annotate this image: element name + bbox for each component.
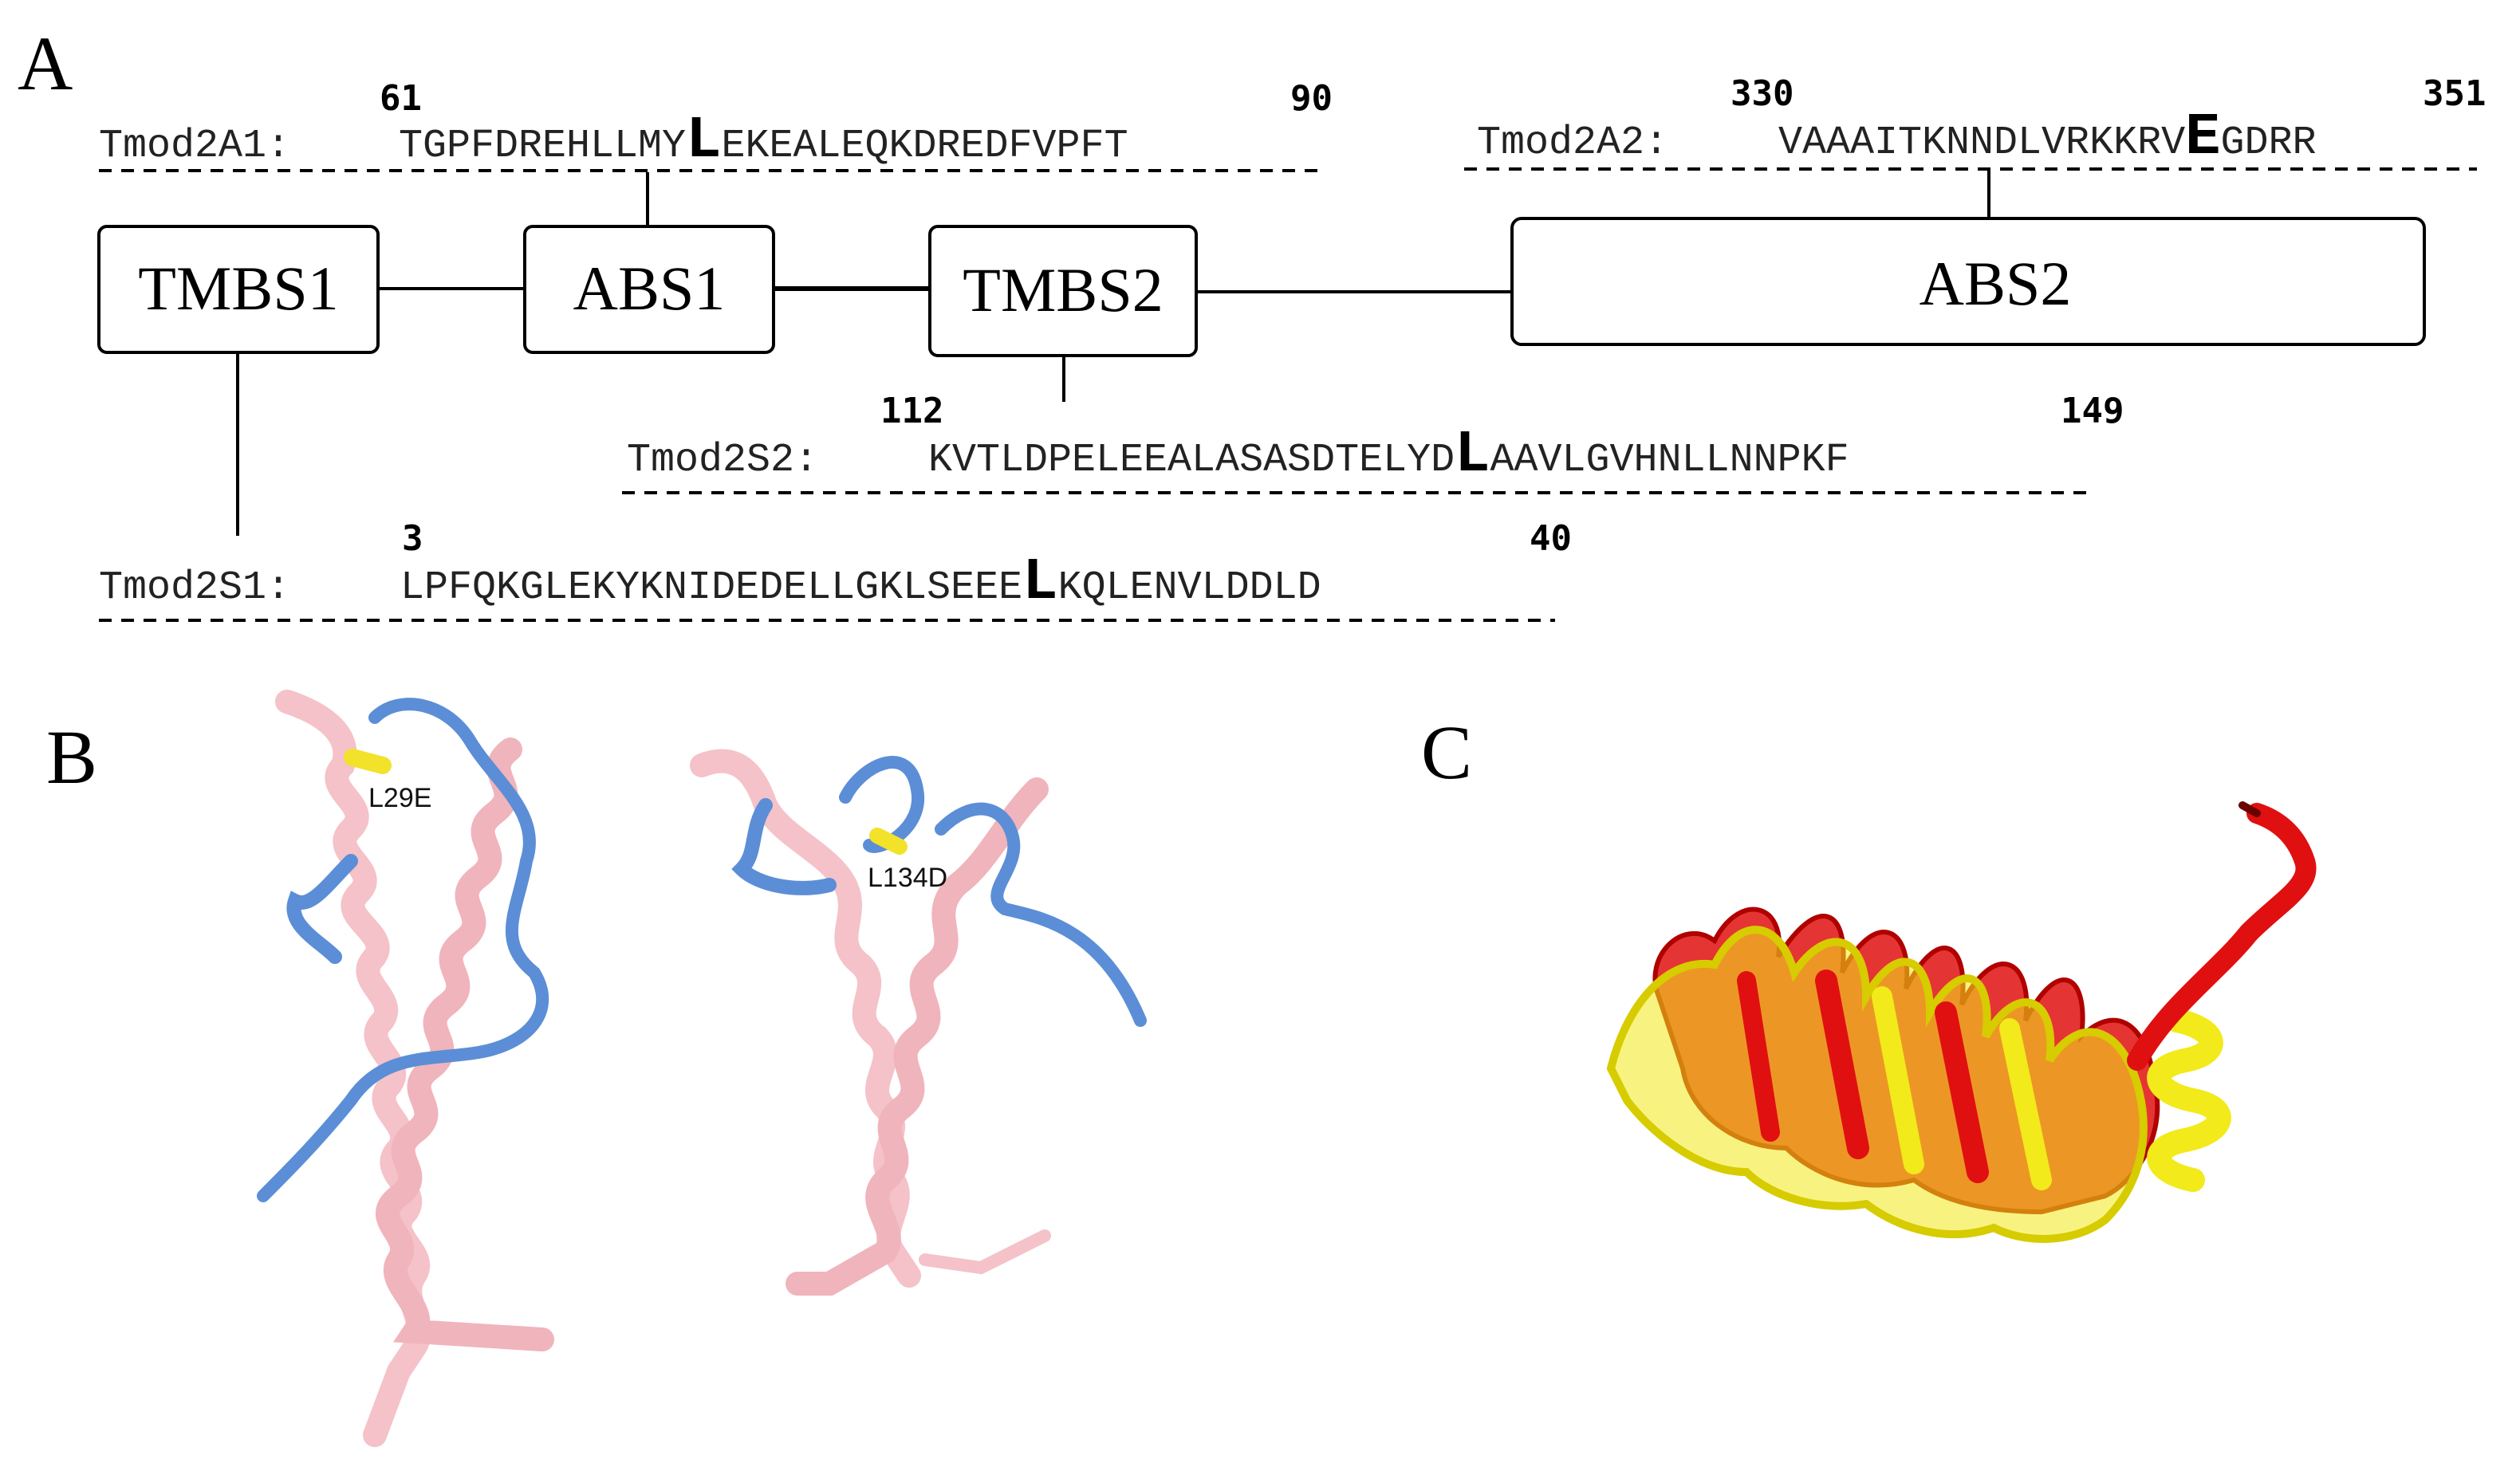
mutation-residue-s1: L — [1022, 549, 1057, 616]
domain-box-abs2 — [1510, 217, 2426, 346]
sequence-name-s1: Tmod2S1: — [99, 565, 290, 611]
mutation-label-left: L29E — [368, 783, 431, 813]
domain-label-abs1: ABS1 — [573, 254, 726, 323]
domain-label-tmbs2: TMBS2 — [963, 255, 1163, 324]
domain-abs1: ABS1 — [523, 225, 775, 354]
residue-start-a1: 61 — [380, 78, 422, 119]
helix-yellow-right — [2147, 1009, 2231, 1192]
domain-tmbs2: TMBS2 — [928, 225, 1198, 357]
mutation-residue-a2: E — [2185, 104, 2220, 171]
helix-red-tail-end — [2238, 801, 2261, 817]
domain-abs2: ABS2 — [1510, 217, 2426, 346]
residue-end-s1: 40 — [1530, 518, 1572, 559]
sequence-text-a2: VAAAITKNNDLVRKKRVEGDRR — [1778, 104, 2317, 171]
structure-overlay — [1606, 801, 2317, 1243]
mutation-site-right — [869, 828, 908, 855]
panel-label-c: C — [1421, 710, 1472, 795]
sequence-tmod2a2: 330 351 Tmod2A2: VAAAITKNNDLVRKKRVEGDRR — [1464, 73, 2486, 171]
sequence-name-a1: Tmod2A1: — [99, 124, 290, 169]
panel-label-a: A — [18, 21, 73, 106]
ribbon-yellow-main — [1606, 926, 2148, 1243]
domain-tmbs1: TMBS1 — [97, 225, 380, 354]
strand-red-3 — [1737, 971, 1780, 1142]
helix-ribbon-left-2 — [376, 737, 554, 1351]
sequence-name-s2: Tmod2S2: — [627, 438, 818, 483]
sequence-tmod2s1: 3 40 Tmod2S1: LPFQKGLEKYKNIDEDELLGKLSEEE… — [99, 518, 1572, 622]
structure-right: L134D — [690, 749, 1147, 1296]
strand-yellow-2 — [1999, 1018, 2052, 1190]
strand-red-1 — [1815, 970, 1869, 1159]
helix-ribbon-right-3 — [919, 1229, 1051, 1275]
mutation-residue-s2: L — [1455, 422, 1490, 489]
panel-label-b: B — [46, 714, 97, 800]
residue-end-a1: 90 — [1290, 78, 1333, 119]
mutation-site-left — [344, 749, 392, 774]
residue-start-s2: 112 — [880, 391, 943, 431]
domain-label-abs2: ABS2 — [1920, 249, 2072, 318]
structure-left: L29E — [257, 690, 554, 1447]
residue-start-a2: 330 — [1731, 73, 1794, 114]
sequence-name-a2: Tmod2A2: — [1477, 120, 1668, 166]
residue-start-s1: 3 — [402, 518, 423, 559]
strand-red-2 — [1935, 1001, 1989, 1183]
helix-ribbon-right-2 — [786, 777, 1049, 1296]
mutation-label-right: L134D — [868, 863, 947, 893]
residue-end-s2: 149 — [2061, 391, 2124, 431]
domain-box-abs1 — [523, 225, 775, 354]
helix-red-tail — [2127, 803, 2317, 1071]
loop-ribbon-left — [257, 698, 549, 1202]
loop-ribbon-left-2 — [286, 854, 358, 964]
residue-end-a2: 351 — [2423, 73, 2486, 114]
mutation-residue-a1: L — [686, 108, 721, 175]
loop-ribbon-right-2 — [731, 798, 837, 895]
sequence-text-s2: KVTLDPELEEALASASDTELYDLAAVLGVHNLLNNPKF — [928, 422, 1849, 489]
strand-yellow-1 — [1872, 986, 1924, 1174]
sequence-text-a1: TGPFDREHLLMYLEKEALEQKDREDFVPFT — [399, 108, 1128, 175]
sequence-tmod2s2: 112 149 Tmod2S2: KVTLDPELEEALASASDTELYDL… — [622, 391, 2124, 494]
sequence-text-s1: LPFQKGLEKYKNIDEDELLGKLSEEELKQLENVLDDLD — [400, 549, 1321, 616]
domain-label-tmbs1: TMBS1 — [138, 254, 338, 323]
sequence-tmod2a1: 61 90 Tmod2A1: TGPFDREHLLMYLEKEALEQKDRED… — [99, 78, 1333, 175]
